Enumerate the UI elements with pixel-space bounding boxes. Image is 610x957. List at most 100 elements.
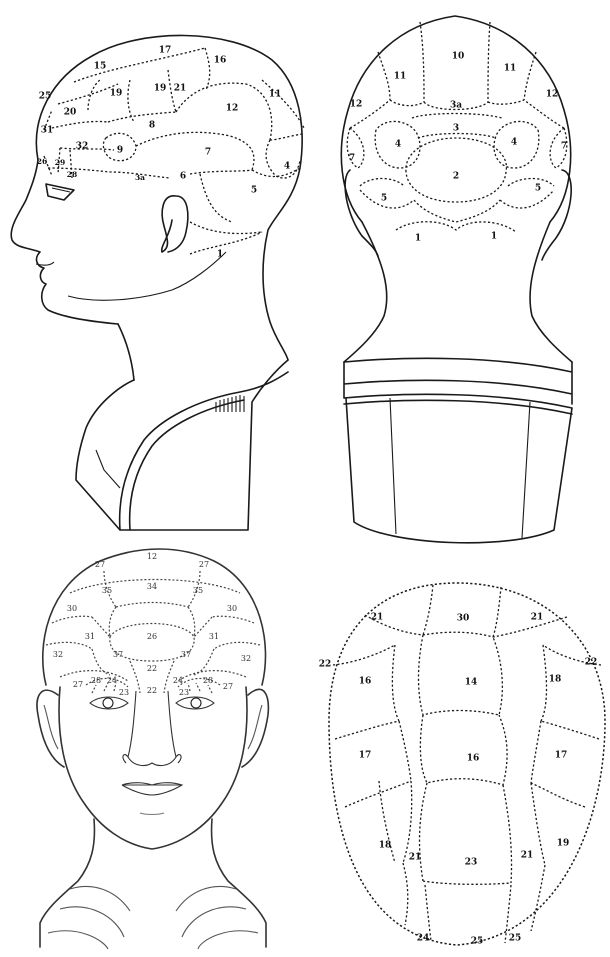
top-label-19: 19 [557, 839, 570, 849]
top-label-21c: 21 [409, 853, 422, 863]
back-label-10: 10 [452, 52, 465, 62]
front-label-35: 35 [102, 586, 112, 595]
back-label-5: 5 [381, 194, 387, 204]
front-eye-left [90, 697, 128, 709]
top-view-panel: 21 30 21 22 16 14 18 22 17 16 17 18 21 2… [305, 545, 610, 957]
side-label-19: 19 [110, 89, 123, 99]
back-label-2: 2 [453, 172, 459, 182]
back-base [344, 358, 572, 542]
side-label-28: 28 [67, 170, 77, 179]
side-label-4: 4 [284, 162, 290, 172]
side-label-32: 32 [76, 142, 89, 152]
top-label-24: 24 [417, 934, 430, 944]
top-label-22: 22 [319, 660, 332, 670]
side-label-31: 31 [41, 126, 54, 136]
top-label-18b: 18 [379, 841, 392, 851]
front-label-28: 28 [91, 676, 101, 685]
front-label-23: 23 [119, 688, 129, 697]
front-label-24: 24 [107, 676, 117, 685]
side-label-16: 16 [214, 56, 227, 66]
front-label-35b: 35 [193, 586, 203, 595]
front-label-26: 26 [147, 632, 157, 641]
top-skull-outline [329, 583, 605, 945]
back-label-4b: 4 [511, 138, 517, 148]
side-label-20: 20 [64, 108, 77, 118]
side-label-12: 12 [226, 104, 239, 114]
top-label-24b: 25 [471, 937, 484, 947]
front-iris-left [103, 698, 113, 708]
top-label-14: 14 [465, 678, 478, 688]
back-label-11b: 11 [504, 64, 517, 74]
front-label-34: 34 [147, 582, 157, 591]
front-region-numbers: 12 27 27 34 35 35 30 30 31 26 31 32 37 2… [53, 552, 251, 697]
top-label-21: 21 [371, 613, 384, 623]
top-label-22b: 22 [585, 658, 598, 668]
front-label-27: 27 [95, 560, 105, 569]
back-neck [344, 222, 572, 362]
front-view-panel: 12 27 27 34 35 35 30 30 31 26 31 32 37 2… [0, 545, 305, 957]
front-label-37: 37 [113, 650, 123, 659]
top-label-16b: 16 [467, 754, 480, 764]
front-iris-right [191, 698, 201, 708]
side-mouth [36, 262, 54, 265]
back-label-1: 1 [415, 234, 421, 244]
top-label-23: 23 [465, 858, 478, 868]
top-view-drawing: 21 30 21 22 16 14 18 22 17 16 17 18 21 2… [305, 545, 610, 957]
side-profile-drawing: 17 16 15 25 20 19 19 21 12 11 31 32 8 9 … [0, 0, 300, 545]
top-label-21d: 21 [521, 851, 534, 861]
side-label-25: 25 [39, 92, 52, 102]
front-label-22: 22 [147, 664, 157, 673]
side-label-26: 26 [37, 157, 47, 166]
side-neck-front [118, 324, 134, 380]
front-label-37b: 37 [181, 650, 191, 659]
back-label-3: 3 [453, 124, 459, 134]
top-label-17: 17 [359, 751, 372, 761]
front-label-27d: 27 [223, 682, 233, 691]
front-neck-folds [48, 886, 258, 949]
side-bust [76, 360, 288, 530]
front-view-drawing: 12 27 27 34 35 35 30 30 31 26 31 32 37 2… [0, 545, 305, 957]
side-label-3a: 3a [135, 173, 145, 182]
back-label-11: 11 [394, 72, 407, 82]
side-label-9: 9 [117, 146, 123, 156]
side-label-1: 1 [217, 250, 223, 260]
side-label-15: 15 [94, 62, 107, 72]
back-ear-right [542, 170, 571, 260]
back-view-drawing: 10 11 11 12 12 3a 3 4 4 7 7 2 5 5 1 1 [300, 0, 610, 545]
top-region-lines [333, 585, 601, 943]
front-nose [123, 691, 181, 765]
front-label-31: 31 [85, 632, 95, 641]
top-label-17b: 17 [555, 751, 568, 761]
back-label-7: 7 [349, 154, 355, 164]
back-label-7b: 7 [561, 142, 567, 152]
front-mouth [122, 783, 182, 795]
side-label-29: 29 [55, 158, 65, 167]
top-label-21b: 21 [531, 613, 544, 623]
side-label-8: 8 [149, 121, 155, 131]
front-neck [40, 819, 266, 947]
front-label-27c: 27 [73, 680, 83, 689]
top-label-16: 16 [359, 677, 372, 687]
side-label-21: 21 [174, 84, 187, 94]
side-label-11: 11 [269, 90, 282, 100]
back-label-4: 4 [395, 140, 401, 150]
side-face-outline [11, 160, 118, 324]
back-region-numbers: 10 11 11 12 12 3a 3 4 4 7 7 2 5 5 1 1 [349, 52, 567, 244]
front-label-30b: 30 [227, 604, 237, 613]
side-label-5: 5 [251, 186, 257, 196]
side-label-17: 17 [159, 46, 172, 56]
side-label-7: 7 [205, 148, 211, 158]
front-label-32b: 32 [241, 654, 251, 663]
side-label-19b: 19 [154, 84, 167, 94]
side-ear [162, 196, 188, 252]
back-label-12: 12 [350, 100, 363, 110]
top-region-numbers: 21 30 21 22 16 14 18 22 17 16 17 18 21 2… [319, 613, 598, 947]
back-label-12b: 12 [546, 90, 559, 100]
side-profile-panel: 17 16 15 25 20 19 19 21 12 11 31 32 8 9 … [0, 0, 300, 545]
back-view-panel: 10 11 11 12 12 3a 3 4 4 7 7 2 5 5 1 1 [300, 0, 610, 545]
front-label-24b: 24 [173, 676, 183, 685]
back-label-5b: 5 [535, 184, 541, 194]
top-label-30: 30 [457, 614, 470, 624]
top-label-25: 25 [509, 934, 522, 944]
